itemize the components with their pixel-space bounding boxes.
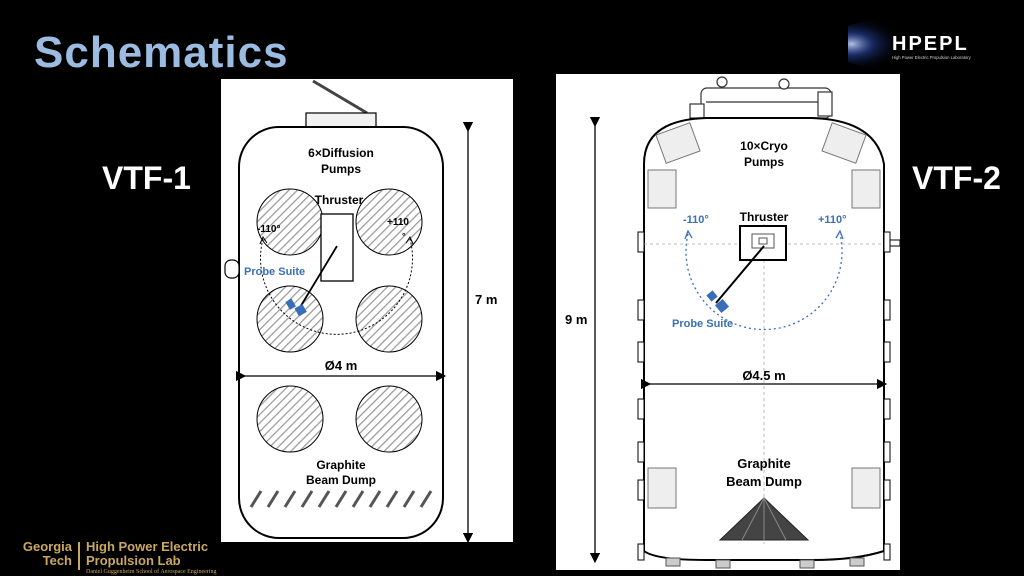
vtf2-label: VTF-2 [912,160,1001,196]
vtf2-probe-head [706,290,718,302]
school-name: Daniel Guggenheim School of Aerospace En… [86,569,217,575]
vtf2-probe-label: Probe Suite [672,318,733,330]
gt-wordmark: Georgia Tech [22,539,72,568]
vtf2-side-flanges [637,231,901,561]
vtf1-probe-head [294,304,307,317]
vtf2-dump-label-2: Beam Dump [726,474,802,489]
vtf1-panel: 6×Diffusion Pumps Thruster -110° +110 ° … [221,79,513,544]
vtf1-pumps-label: 6×Diffusion [308,146,374,160]
vtf2-thruster-exit [758,237,768,245]
vtf2-pumps-label: 10×Cryo [740,139,788,153]
vtf1-diffusion-pump [256,385,324,453]
vtf1-height-label: 7 m [475,292,497,307]
vtf1-pumps-label-2: Pumps [321,162,361,176]
vtf2-sweep-arc [685,233,843,331]
vtf2-dump-label: Graphite [737,456,790,471]
vtf1-sweep-arc [260,238,413,335]
slide-title: Schematics [34,28,289,77]
vtf1-angle-right-deg: ° [402,231,406,241]
vtf1-dump-label: Graphite [316,458,366,472]
hpepl-logo-subtext: High Power Electric Propulsion Laborator… [892,55,972,60]
vtf2-beam-dump-ribs [741,497,787,541]
vtf1-probe-arm [298,245,338,310]
vtf1-lid-arm [312,79,368,115]
vtf1-probe-label: Probe Suite [244,266,305,278]
vtf2-probe-arm [715,245,765,304]
vtf1-diameter-label: Ø4 m [325,358,358,373]
vtf2-angle-left: -110° [683,214,709,226]
lab-wordmark: High Power Electric Propulsion Lab [86,539,209,568]
vtf1-beam-dump-tiles [249,490,433,508]
vtf1-diffusion-pump [256,188,324,256]
vtf2-panel: 10×Cryo Pumps Thruster -110° +110° Probe… [556,74,901,570]
vtf1-angle-left: -110° [257,224,280,235]
vtf2-diameter-label: Ø4.5 m [742,368,785,383]
vtf1-dump-label-2: Beam Dump [306,473,376,487]
gt-divider [78,542,80,570]
vtf1-thruster-label: Thruster [315,193,364,207]
vtf2-arc-arrow-right [835,229,844,240]
vtf2-thruster-box [739,225,787,261]
vtf1-angle-right: +110 [387,217,409,228]
vtf2-top-fittings [689,76,833,119]
vtf1-diffusion-pump [355,385,423,453]
vtf2-thruster-label: Thruster [740,210,789,224]
vtf2-angle-right: +110° [818,214,847,226]
vtf2-probe-head [714,298,730,314]
vtf2-arc-arrow-left [684,229,693,240]
vtf2-height-label: 9 m [565,312,587,327]
vtf2-support-legs [665,557,865,569]
vtf1-diffusion-pump [355,285,423,353]
georgia-tech-logo: Georgia Tech High Power Electric Propuls… [6,540,256,576]
vtf1-probe-head [285,298,296,310]
vtf1-arc-arrow-right [405,235,414,245]
vtf1-arc-arrow-left [259,235,268,245]
vtf1-schematic: 6×Diffusion Pumps Thruster -110° +110 ° … [224,79,497,544]
thruster-glow-icon [848,20,922,68]
vtf1-diffusion-pump [355,188,423,256]
vtf1-label: VTF-1 [102,160,191,196]
vtf2-cryo-pumps [647,122,881,509]
vtf2-schematic: 10×Cryo Pumps Thruster -110° +110° Probe… [565,76,901,569]
hpepl-logo: HPEPL High Power Electric Propulsion Lab… [848,20,972,68]
vtf2-pumps-label-2: Pumps [744,155,784,169]
hpepl-logo-text: HPEPL [892,33,969,55]
vtf1-side-port [224,259,240,279]
